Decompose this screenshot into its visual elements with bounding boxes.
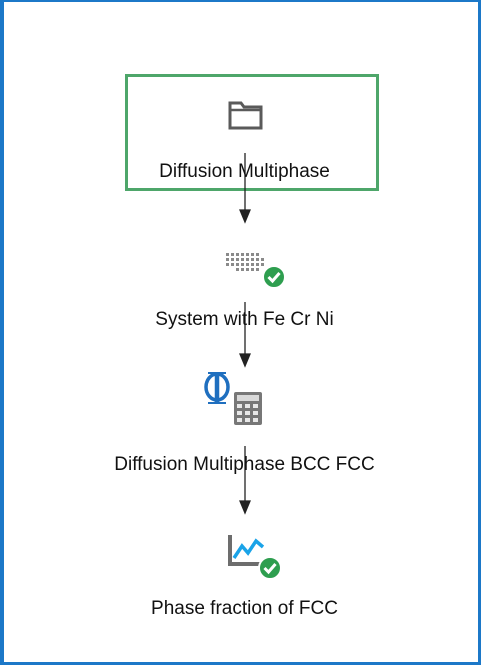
node-label: Diffusion Multiphase BCC FCC bbox=[114, 454, 375, 475]
diffusion-calculator-icon bbox=[204, 372, 262, 425]
node-label: Diffusion Multiphase bbox=[159, 161, 330, 182]
connector-arrows bbox=[239, 153, 251, 515]
node-label: System with Fe Cr Ni bbox=[155, 309, 334, 330]
node-label: Phase fraction of FCC bbox=[151, 598, 338, 619]
plot-renderer-check-icon bbox=[228, 535, 282, 580]
selection-highlight bbox=[125, 74, 379, 191]
system-definer-check-icon bbox=[226, 253, 286, 289]
folder-icon bbox=[228, 101, 263, 130]
